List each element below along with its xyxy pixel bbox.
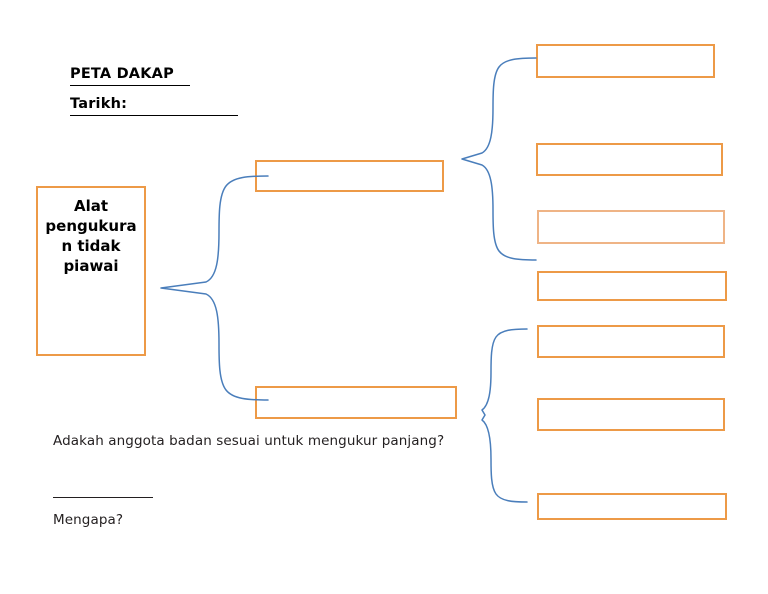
branch-box-2[interactable]: [255, 386, 457, 419]
page-title-underline: [70, 85, 190, 86]
root-concept-box[interactable]: Alat pengukuran tidak piawai: [36, 186, 146, 356]
leaf-box-2-1[interactable]: [537, 325, 725, 358]
date-label: Tarikh:: [70, 96, 128, 112]
page-title: PETA DAKAP: [70, 66, 174, 82]
brace-root: [160, 175, 269, 401]
root-concept-label: Alat pengukuran tidak piawai: [45, 197, 137, 275]
leaf-box-2-3[interactable]: [537, 493, 727, 520]
leaf-box-1-1[interactable]: [536, 44, 715, 78]
date-input-line[interactable]: [70, 115, 238, 116]
brace-branch-2: [481, 328, 528, 503]
leaf-box-1-4[interactable]: [537, 271, 727, 301]
question-text: Adakah anggota badan sesuai untuk menguk…: [53, 433, 445, 449]
brace-branch-1: [461, 57, 537, 261]
followup-question-text: Mengapa?: [53, 512, 124, 528]
answer-input-line[interactable]: [53, 497, 153, 498]
leaf-box-1-2[interactable]: [536, 143, 723, 176]
branch-box-1[interactable]: [255, 160, 444, 192]
leaf-box-2-2[interactable]: [537, 398, 725, 431]
leaf-box-1-3[interactable]: [537, 210, 725, 244]
